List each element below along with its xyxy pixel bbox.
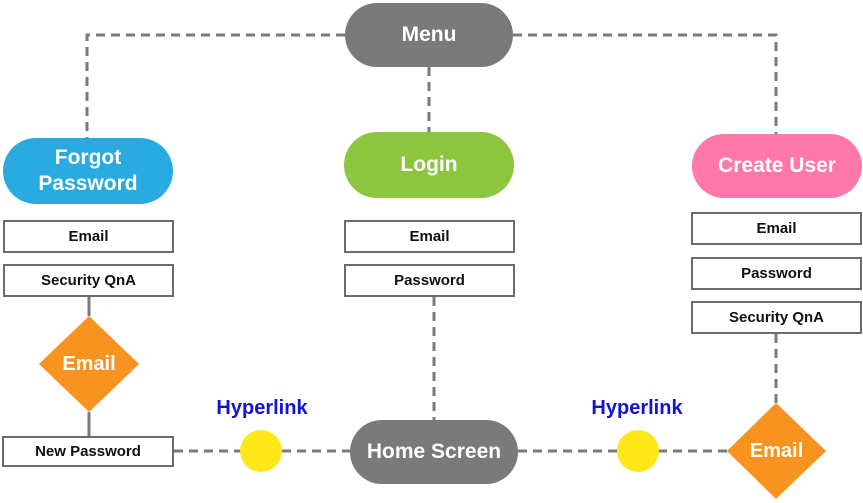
home-screen-node: Home Screen [350, 420, 518, 484]
create-user-security-field: Security QnA [691, 301, 862, 334]
create-user-email-diamond [727, 403, 826, 499]
connector-menu-create-user [513, 33, 778, 134]
hyperlink-dot-right [617, 430, 659, 472]
hyperlink-label-left: Hyperlink [216, 397, 308, 419]
forgot-password-email-field: Email [3, 220, 174, 253]
login-email-field: Email [344, 220, 515, 253]
create-user-node: Create User [692, 134, 862, 198]
login-node: Login [344, 132, 514, 198]
hyperlink-label-right: Hyperlink [591, 397, 683, 419]
forgot-password-email-step-label: Email [62, 352, 116, 375]
login-password-field: Password [344, 264, 515, 297]
forgot-password-security-field: Security QnA [3, 264, 174, 297]
create-user-password-field: Password [691, 257, 862, 290]
create-user-email-field: Email [691, 212, 862, 245]
new-password-field: New Password [2, 436, 174, 467]
forgot-password-email-diamond [39, 316, 139, 412]
forgot-password-node: Forgot Password [3, 138, 173, 204]
menu-node: Menu [345, 3, 513, 67]
connector-menu-forgot-password [85, 33, 345, 138]
create-user-email-step-label: Email [749, 439, 804, 462]
hyperlink-dot-left [240, 430, 282, 472]
